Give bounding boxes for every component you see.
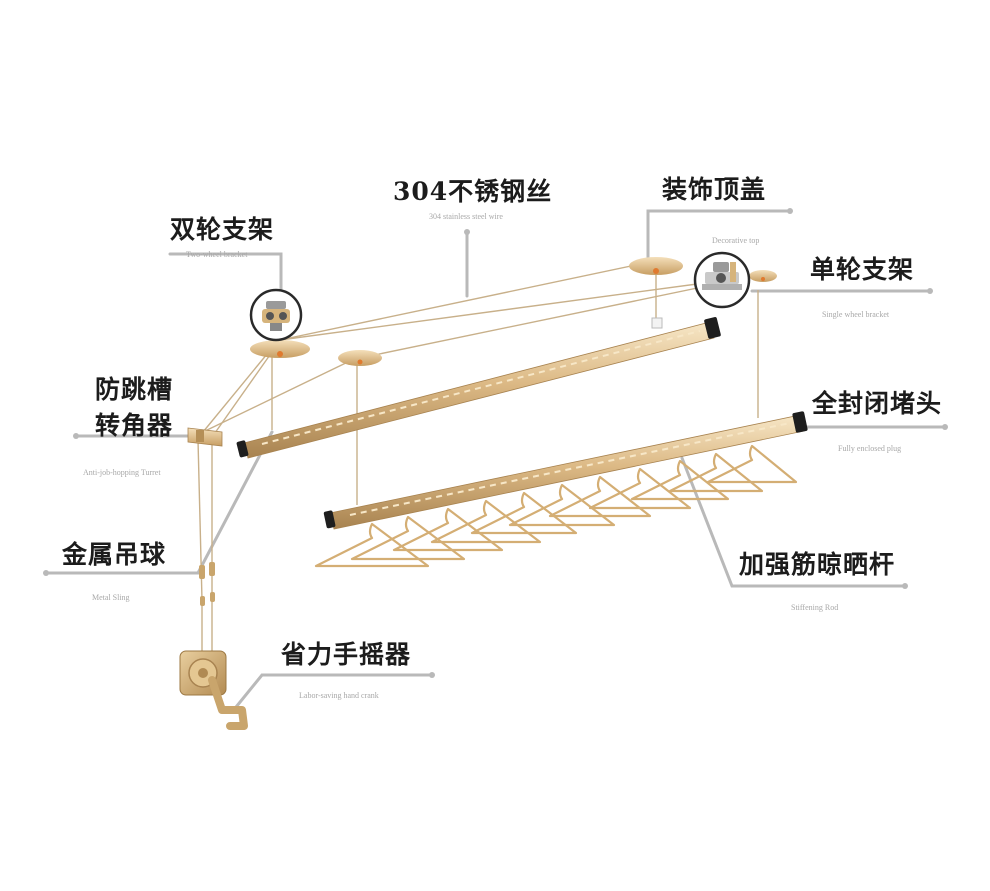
single-wheel-bracket-title: 单轮支架: [810, 255, 915, 284]
ceiling-caps: [250, 257, 777, 366]
enclosed-plug-subtitle: Fully enclosed plug: [838, 444, 902, 453]
metal-sling-subtitle: Metal Sling: [92, 593, 130, 602]
leader-two-wheel: [168, 252, 283, 299]
leader-rod: [680, 456, 907, 588]
two-wheel-bracket-title: 双轮支架: [170, 215, 275, 244]
hand-crank-title: 省力手摇器: [281, 640, 412, 669]
two-wheel-bracket-detail: [249, 288, 303, 342]
anti-jump-subtitle: Anti-job-hopping Turret: [83, 468, 161, 477]
anti-jump-title-line1: 防跳槽: [95, 375, 174, 404]
decorative-top-title: 装饰顶盖: [662, 175, 767, 204]
lower-drying-bar: [323, 411, 808, 530]
label-single-wheel-bracket: 单轮支架 Single wheel bracket: [810, 250, 914, 319]
decorative-top-subtitle: Decorative top: [712, 236, 760, 245]
leader-sling: [44, 430, 274, 575]
anti-jump-turret: [187, 427, 223, 447]
upper-drying-bar: [236, 317, 721, 459]
single-wheel-bracket-detail: [693, 251, 751, 309]
stiffening-rod-subtitle: Stiffening Rod: [791, 603, 839, 612]
steel-wire-subtitle: 304 stainless steel wire: [429, 212, 503, 221]
label-steel-wire: 304不锈钢丝 304 stainless steel wire: [393, 172, 552, 221]
label-metal-sling: 金属吊球 Metal Sling: [62, 535, 166, 602]
label-stiffening-rod: 加强筋晾晒杆 Stiffening Rod: [739, 545, 895, 612]
leader-crank: [230, 673, 434, 714]
steel-wire-title: 304不锈钢丝: [393, 177, 553, 206]
steel-wires: [197, 261, 761, 660]
label-anti-jump-turret: 防跳槽 转角器 Anti-job-hopping Turret: [83, 370, 174, 477]
stiffening-rod-title: 加强筋晾晒杆: [739, 550, 896, 579]
metal-sling-title: 金属吊球: [62, 540, 167, 569]
enclosed-plug-title: 全封闭堵头: [812, 389, 943, 418]
hand-crank: [179, 650, 248, 730]
metal-slings: [199, 562, 215, 606]
label-hand-crank: 省力手摇器 Labor-saving hand crank: [281, 635, 411, 700]
label-enclosed-plug: 全封闭堵头 Fully enclosed plug: [812, 384, 942, 453]
hangers: [314, 444, 798, 568]
leader-top-cover: [646, 209, 792, 260]
hand-crank-subtitle: Labor-saving hand crank: [299, 691, 379, 700]
anti-jump-title-line2: 转角器: [95, 411, 174, 440]
label-two-wheel-bracket: 双轮支架 Two-wheel bracket: [170, 210, 274, 259]
two-wheel-bracket-subtitle: Two-wheel bracket: [186, 250, 248, 259]
single-wheel-bracket-subtitle: Single wheel bracket: [822, 310, 890, 319]
label-decorative-top: 装饰顶盖 Decorative top: [662, 170, 766, 245]
